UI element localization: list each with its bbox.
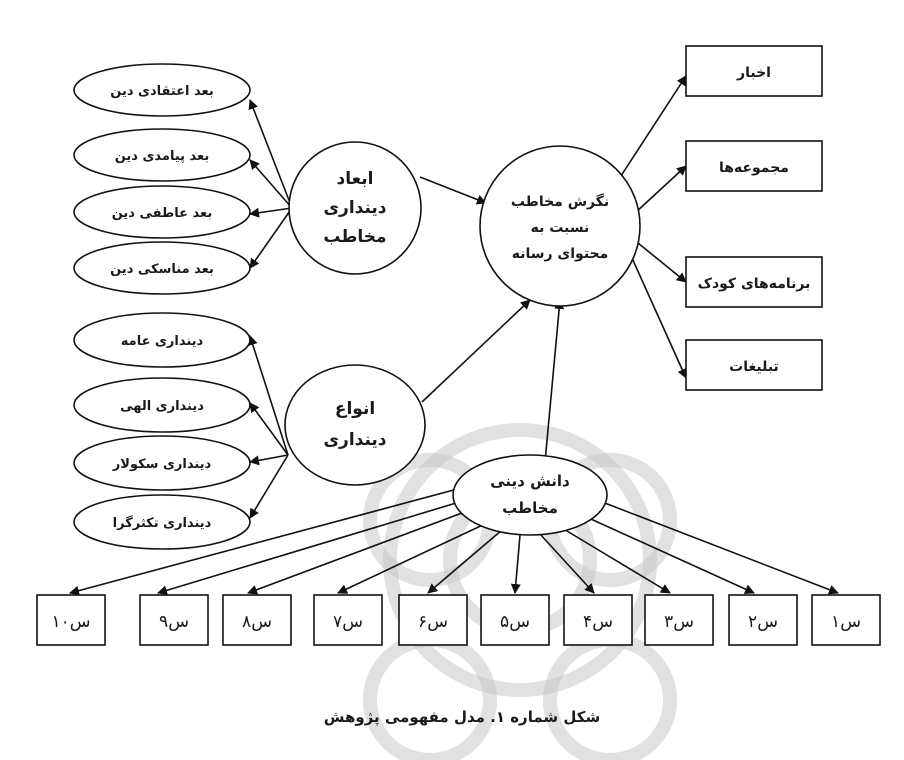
arrow-knowledge-q2 [581,514,755,594]
dimension-item-label: بعد عاطفی دین [112,206,213,221]
question-box: س۳ [644,594,714,646]
dimension-item-label: بعد اعتقادی دین [110,84,214,99]
question-box-label: س۱ [831,612,861,632]
question-box-label: س۸ [242,612,272,632]
arrow-dim-2 [249,159,293,209]
dimension-item: بعد مناسکی دین [73,241,251,295]
arrow-knowledge-q4 [539,533,595,594]
arrow-type-3 [249,454,289,466]
arrow-knowledge-q8 [247,509,471,595]
dimension-item: بعد اعتقادی دین [73,63,251,117]
arrow-dimensions-to-attitude [419,176,487,205]
arrow-knowledge-to-attitude [544,299,565,463]
dimension-item: بعد پیامدی دین [73,128,251,182]
dimension-item-label: بعد مناسکی دین [110,262,214,277]
question-box-label: س۹ [159,612,189,632]
question-box: س۵ [480,594,550,646]
question-box: س۴ [563,594,633,646]
attitude-node-line: نگرش مخاطب [511,193,609,210]
question-box: س۱۰ [36,594,106,646]
dimension-items: بعد اعتقادی دین بعد پیامدی دین بعد عاطفی… [73,63,251,295]
type-item-label: دینداری تکثرگرا [113,515,212,531]
question-box: س۸ [222,594,292,646]
content-box: مجموعه‌ها [685,140,823,192]
knowledge-node-line: دانش دینی [490,472,570,490]
question-box-label: س۵ [500,612,530,632]
question-box-label: س۴ [583,612,613,632]
question-boxes: س۱۰ س۹ س۸ س۷ س۶ س۵ س۴ س۳ [36,594,881,646]
arrow-knowledge-q5 [510,534,521,594]
arrow-knowledge-q7 [337,522,488,594]
types-node: انواع دینداری [284,364,426,486]
content-box-label: اخبار [736,65,771,81]
content-box: برنامه‌های کودک [685,256,823,308]
arrow-type-1 [247,335,289,456]
arrow-attitude-to-box-4 [631,257,687,379]
figure-caption: شکل شماره ۱. مدل مفهومی پژوهش [324,708,600,727]
content-box-label: برنامه‌های کودک [698,276,811,292]
arrow-dim-4 [249,207,293,269]
type-item-label: دینداری سکولار [112,457,212,472]
type-item-label: دینداری الهی [120,399,204,414]
question-box-label: س۳ [664,612,694,632]
arrow-type-2 [249,402,289,456]
arrows [69,75,839,596]
attitude-node-line: نسبت به [531,220,590,236]
type-item: دینداری عامه [73,312,251,368]
arrow-attitude-to-box-3 [637,242,687,283]
arrow-knowledge-q3 [561,527,671,594]
arrow-knowledge-q9 [157,499,467,596]
types-node-line: انواع [335,399,375,419]
type-item-label: دینداری عامه [121,334,204,349]
question-box-label: س۲ [748,612,778,632]
attitude-node: نگرش مخاطب نسبت به محتوای رسانه [479,145,641,307]
dimensions-node-line: مخاطب [323,227,386,247]
type-items: دینداری عامه دینداری الهی دینداری سکولار… [73,312,251,550]
question-box: س۶ [398,594,468,646]
arrow-knowledge-q1 [596,499,839,595]
question-box-label: س۶ [418,612,448,632]
arrow-knowledge-q6 [427,529,503,594]
types-node-line: دینداری [323,430,386,450]
arrow-knowledge-q10 [69,483,477,596]
content-box: تبلیغات [685,339,823,391]
arrow-types-to-attitude [421,299,531,403]
arrow-dim-3 [249,207,293,218]
question-box: س۲ [728,594,798,646]
question-box: س۷ [313,594,383,646]
question-box: س۱ [811,594,881,646]
question-box-label: س۷ [333,612,363,632]
arrow-attitude-to-box-1 [616,75,687,183]
content-box-label: مجموعه‌ها [719,160,789,176]
dimension-item: بعد عاطفی دین [73,185,251,239]
content-box: اخبار [685,45,823,97]
content-box-label: تبلیغات [729,359,779,375]
content-boxes: اخبار مجموعه‌ها برنامه‌های کودک تبلیغات [685,45,823,391]
attitude-node-line: محتوای رسانه [512,246,609,262]
arrow-attitude-to-box-2 [634,165,687,214]
type-item: دینداری سکولار [73,435,251,491]
question-box: س۹ [139,594,209,646]
dimensions-node: ابعاد دینداری مخاطب [288,141,422,275]
dimensions-node-line: ابعاد [337,169,374,189]
arrow-dim-1 [248,99,293,209]
arrow-type-4 [249,454,289,519]
dimension-item-label: بعد پیامدی دین [115,149,210,164]
knowledge-node-line: مخاطب [502,499,558,517]
type-item: دینداری تکثرگرا [73,494,251,550]
question-box-label: س۱۰ [51,612,90,632]
type-item: دینداری الهی [73,377,251,433]
knowledge-node: دانش دینی مخاطب [452,454,608,536]
dimensions-node-line: دینداری [323,198,386,218]
